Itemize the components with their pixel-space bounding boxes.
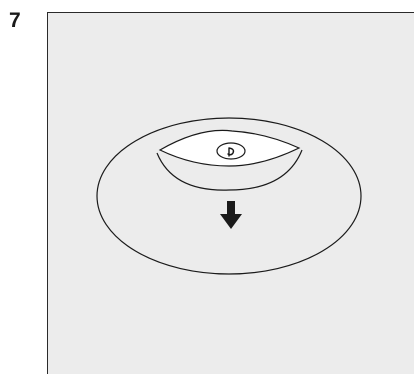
outer-oval xyxy=(96,117,362,275)
center-oval xyxy=(216,142,246,160)
instruction-panel xyxy=(47,12,414,374)
inner-cup xyxy=(156,149,303,191)
step-number: 7 xyxy=(9,9,21,32)
center-marker xyxy=(227,147,235,157)
arrow-down-icon xyxy=(220,201,242,229)
